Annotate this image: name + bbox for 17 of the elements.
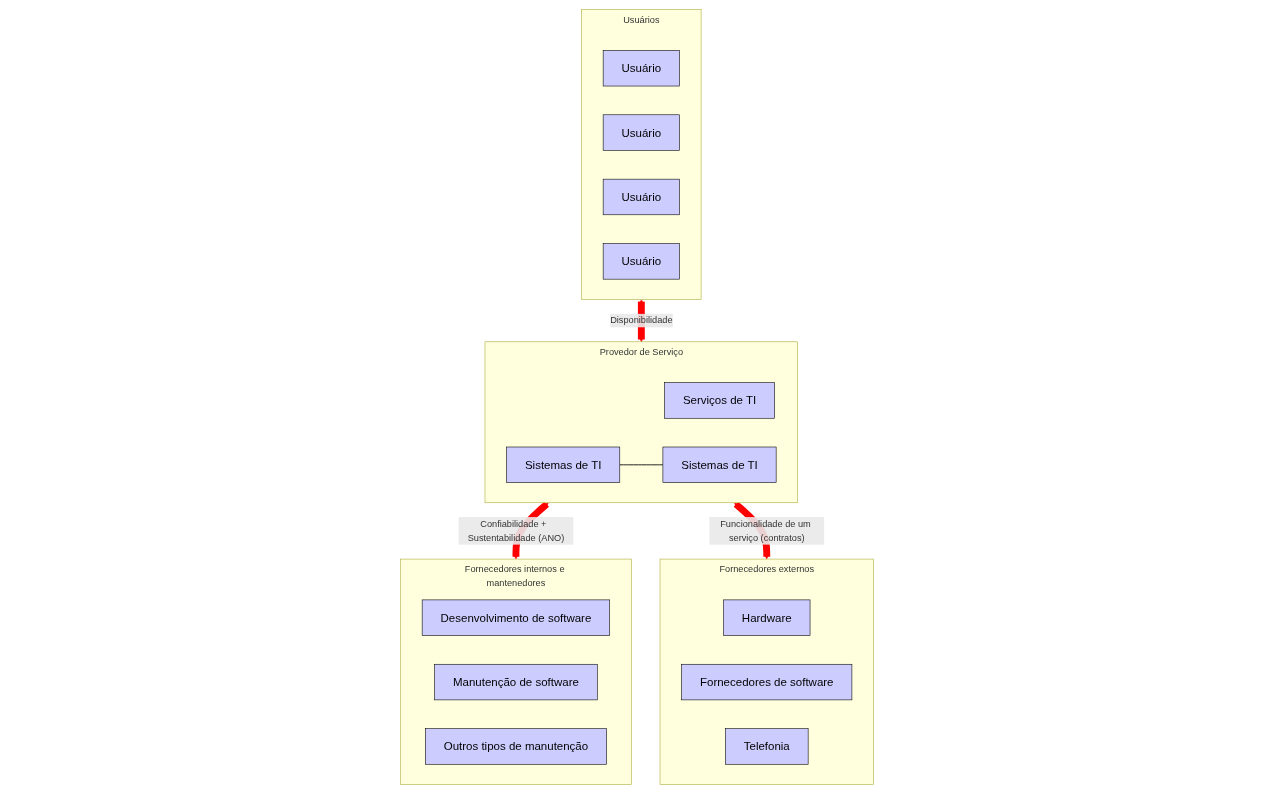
edge-label: Confiabilidade + Sustentabilidade (ANO): [468, 518, 565, 543]
node-box: Sistemas de TI: [506, 446, 621, 483]
node-box: Desenvolvimento de software: [422, 599, 611, 636]
node-box: Hardware: [723, 599, 811, 636]
connector: [619, 464, 664, 466]
node-box: Fornecedores de software: [681, 663, 853, 701]
node-box: Usuário: [603, 178, 681, 216]
node-box: Usuário: [603, 114, 681, 151]
edge-label: Disponibilidade: [610, 315, 673, 326]
node-box: Usuário: [603, 243, 681, 280]
node-box: Outros tipos de manutenção: [425, 728, 608, 765]
node-box: Sistemas de TI: [663, 446, 777, 483]
node-box: Serviços de TI: [664, 382, 776, 419]
node-box: Usuário: [603, 50, 681, 87]
edge-label: Funcionalidade de um serviço (contratos): [720, 518, 812, 543]
node-box: Manutenção de software: [434, 663, 599, 701]
node-box: Telefonia: [725, 728, 809, 765]
